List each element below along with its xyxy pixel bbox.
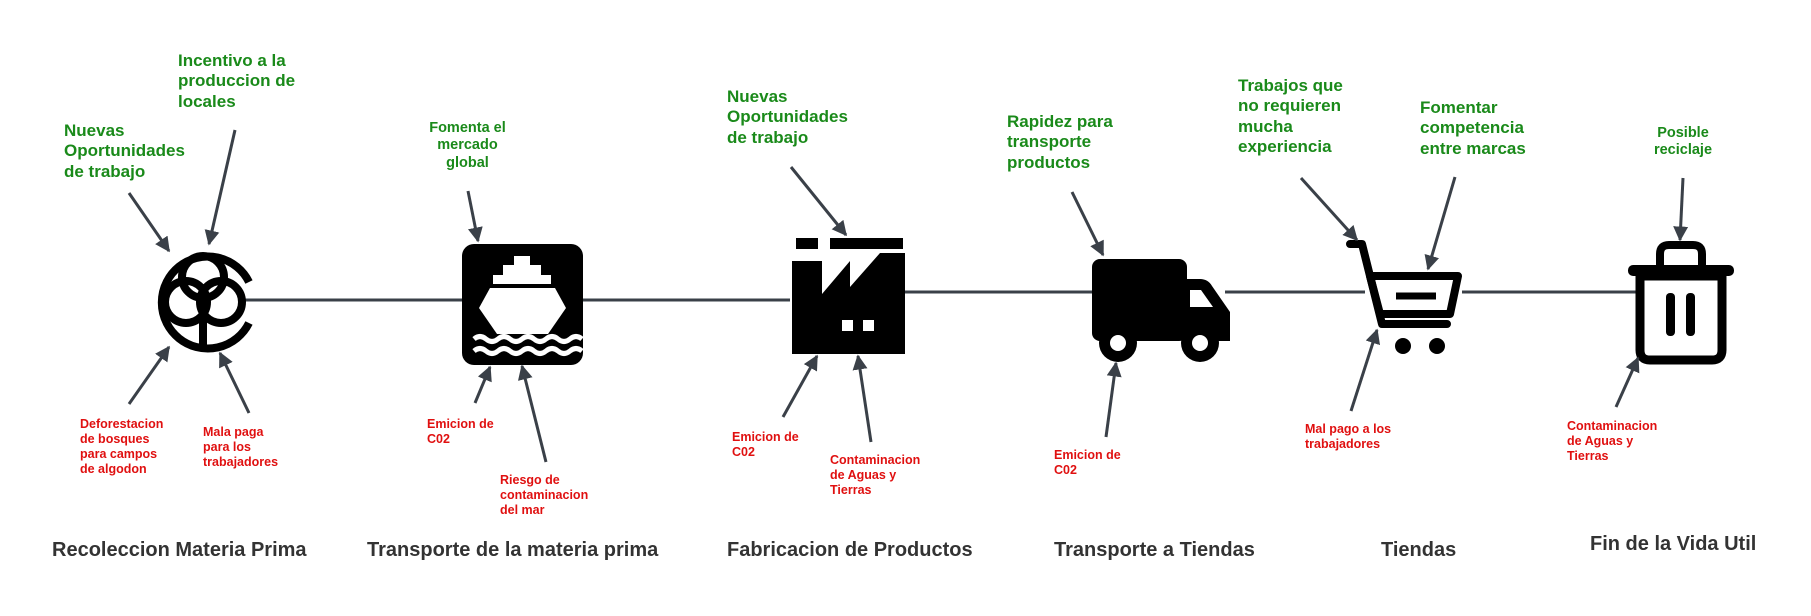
- arrow: [127, 345, 171, 405]
- ship-icon: [462, 244, 584, 365]
- arrow: [852, 354, 873, 443]
- positive-impact: Nuevas Oportunidades de trabajo: [727, 87, 848, 147]
- truck-icon: [1092, 259, 1230, 362]
- arrow: [466, 190, 483, 243]
- factory-icon: [792, 238, 905, 354]
- arrow: [1299, 176, 1359, 242]
- arrow: [1104, 361, 1122, 438]
- arrows: [127, 129, 1689, 463]
- negative-impact: Contaminacion de Aguas y Tierras: [830, 453, 921, 497]
- arrow: [781, 354, 819, 418]
- timeline-connectors: [245, 290, 1640, 302]
- arrow: [1424, 176, 1457, 271]
- stage-title: Fin de la Vida Util: [1590, 533, 1757, 555]
- negative-impact: Emicion de C02: [732, 430, 799, 459]
- arrow: [789, 166, 848, 237]
- positive-impact: Posible reciclaje: [1653, 125, 1713, 159]
- stage-title: Transporte de la materia prima: [367, 539, 659, 561]
- arrow: [1349, 328, 1381, 412]
- arrow: [473, 365, 492, 404]
- arrow: [218, 351, 251, 414]
- positive-impact: Rapidez para transporte productos: [1007, 112, 1113, 172]
- shopping-cart-icon: [1346, 240, 1462, 354]
- positive-impact: Trabajos que no requieren mucha experien…: [1238, 76, 1343, 157]
- arrow: [204, 129, 237, 246]
- negative-impact: Emicion de C02: [1054, 448, 1121, 477]
- negative-impact: Emicion de C02: [427, 417, 494, 446]
- stage-title: Fabricacion de Productos: [727, 539, 973, 561]
- positive-impact: Incentivo a la produccion de locales: [178, 51, 296, 111]
- arrow: [1673, 177, 1689, 242]
- trash-can-icon: [1628, 241, 1734, 365]
- negative-impact: Deforestacion de bosques para campos de …: [80, 417, 164, 476]
- stage-title: Recoleccion Materia Prima: [52, 539, 307, 561]
- negative-impact: Mal pago a los trabajadores: [1305, 422, 1392, 451]
- negative-impact: Riesgo de contaminacion del mar: [500, 473, 589, 517]
- negative-impact: Mala paga para los trabajadores: [203, 425, 279, 469]
- arrow: [1070, 191, 1105, 257]
- stage-title: Transporte a Tiendas: [1054, 539, 1255, 561]
- stage-title: Tiendas: [1381, 539, 1457, 561]
- negative-impact: Contaminacion de Aguas y Tierras: [1567, 419, 1658, 463]
- cotton-icon: [157, 252, 253, 353]
- arrow: [517, 364, 548, 463]
- arrow: [1614, 356, 1640, 408]
- positive-impact: Fomenta el mercado global: [429, 120, 506, 171]
- positive-impact: Fomentar competencia entre marcas: [1420, 98, 1526, 158]
- arrow: [127, 192, 171, 253]
- positive-impact: Nuevas Oportunidades de trabajo: [64, 121, 185, 181]
